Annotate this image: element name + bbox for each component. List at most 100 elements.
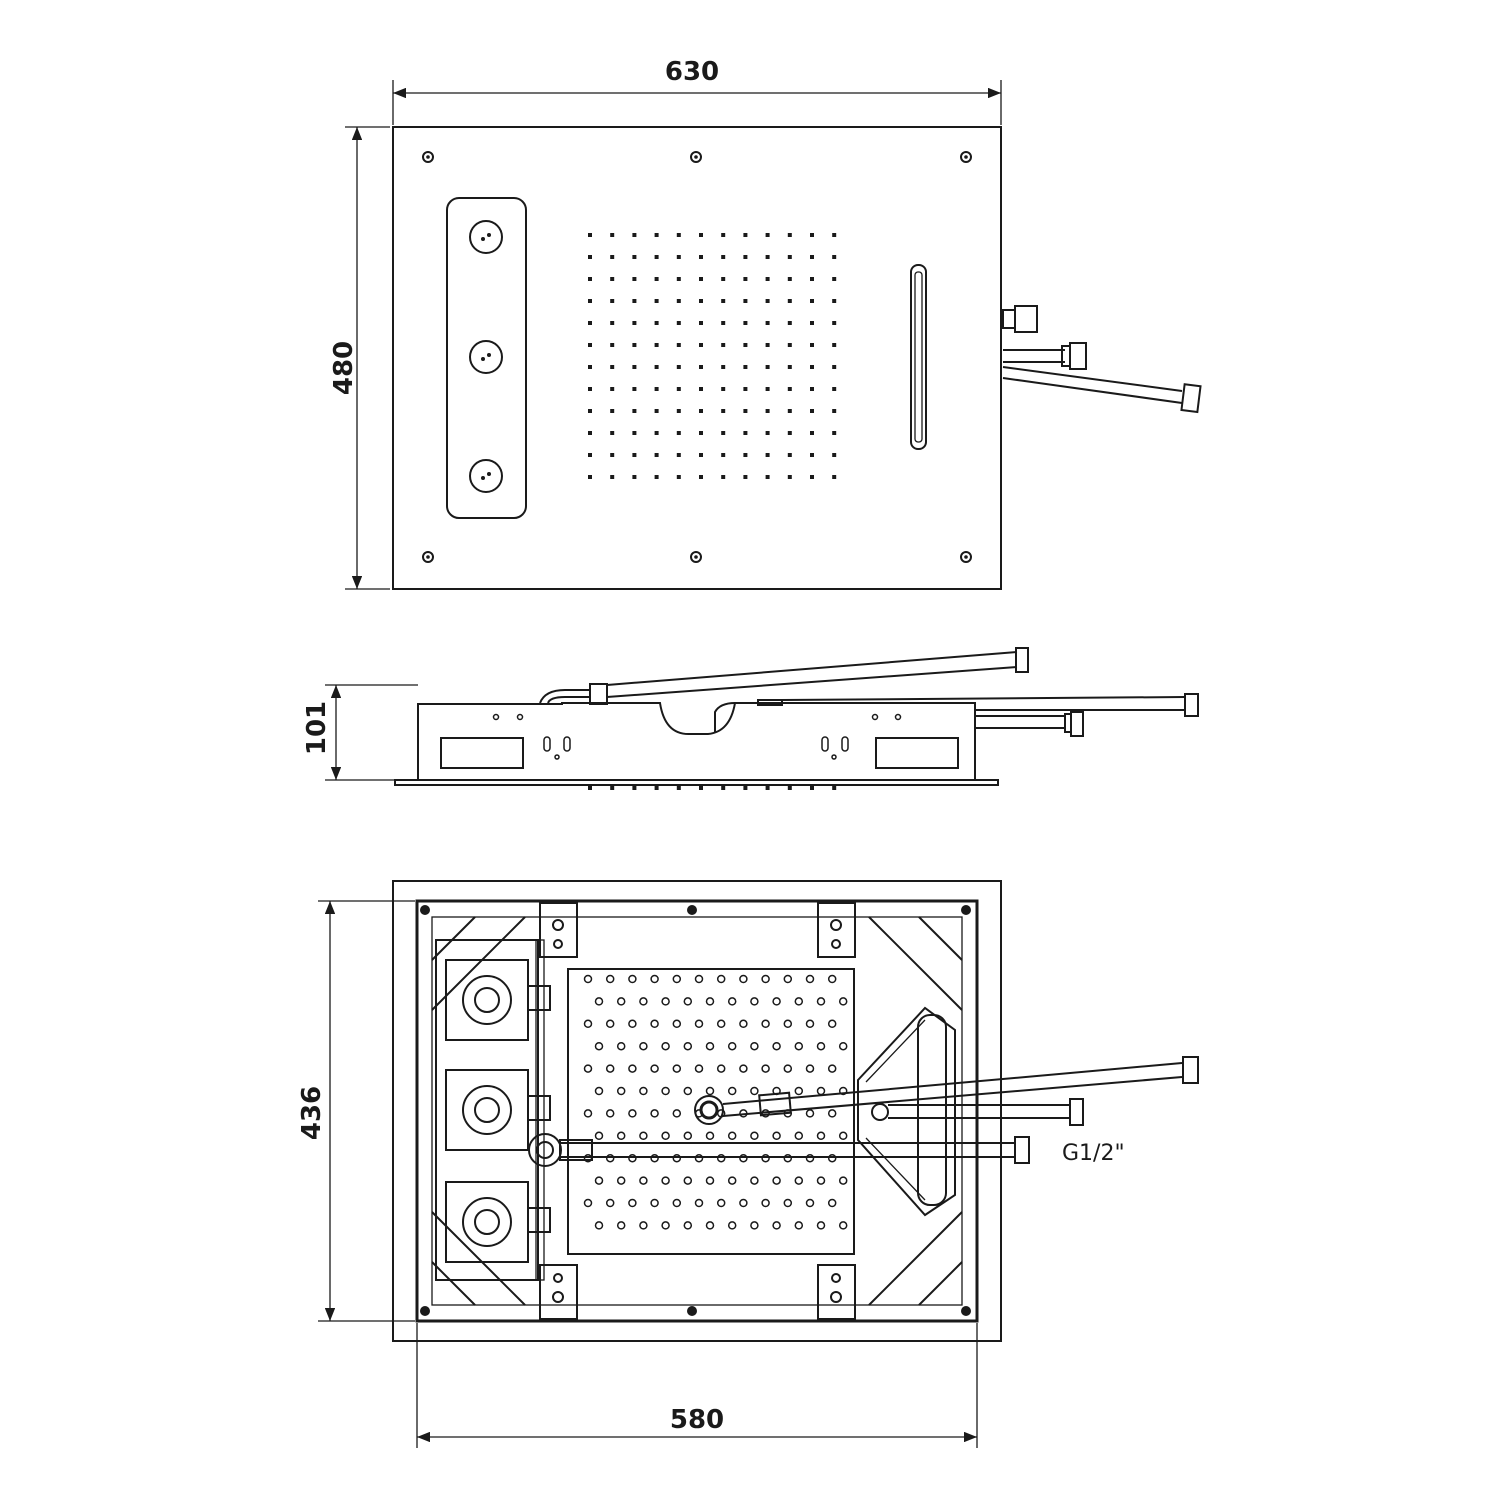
- nozzle: [827, 1198, 837, 1208]
- valve-flange: [462, 975, 512, 1025]
- nozzle: [683, 1221, 693, 1230]
- nozzle: [654, 365, 659, 369]
- nozzle: [639, 1221, 648, 1230]
- nozzle: [832, 365, 837, 369]
- nozzle: [661, 1041, 670, 1051]
- nozzle: [661, 1176, 670, 1185]
- nozzle: [610, 785, 615, 790]
- nozzle: [721, 299, 726, 303]
- screw: [420, 1306, 430, 1316]
- nozzle: [810, 431, 814, 435]
- nozzle: [838, 1221, 848, 1230]
- nozzle: [588, 365, 592, 369]
- nozzle: [661, 1221, 670, 1230]
- nozzle: [632, 255, 637, 259]
- nozzle: [716, 1153, 726, 1163]
- screw: [687, 905, 697, 915]
- nozzle: [654, 299, 659, 303]
- nozzle: [676, 387, 681, 391]
- dimension-width-bottom: 580: [670, 1405, 724, 1435]
- pipe-nut: [1070, 711, 1084, 737]
- nozzle: [654, 431, 659, 435]
- nozzle: [721, 475, 726, 479]
- corner-braces: [431, 916, 963, 1306]
- nozzle: [716, 1019, 726, 1029]
- nozzle: [765, 255, 770, 259]
- screw: [690, 551, 702, 563]
- pipe-nut: [1069, 342, 1087, 370]
- bottom-inlet-pipes: [528, 1056, 1199, 1167]
- nozzle: [761, 1064, 770, 1073]
- nozzle: [699, 475, 703, 479]
- nozzle: [699, 299, 703, 303]
- nozzle: [816, 1086, 826, 1096]
- screw-center: [426, 155, 430, 159]
- nozzle: [750, 1041, 759, 1051]
- nozzle: [787, 255, 792, 259]
- valve-core: [474, 1209, 500, 1235]
- nozzle: [616, 1131, 626, 1141]
- valve-outlet: [527, 1095, 551, 1121]
- pipe-nut: [1069, 1098, 1084, 1126]
- nozzle: [765, 431, 770, 435]
- nozzle: [750, 1221, 759, 1230]
- nozzle: [805, 1064, 815, 1073]
- bottom-view: 436 580: [297, 880, 1199, 1448]
- nozzle: [794, 1086, 804, 1096]
- nozzle: [816, 1221, 826, 1230]
- nozzle: [838, 997, 848, 1006]
- nozzle: [739, 1064, 748, 1073]
- nozzle: [832, 475, 837, 479]
- nozzle: [610, 343, 615, 347]
- nozzle: [765, 299, 770, 303]
- control-button: [469, 220, 503, 254]
- nozzle: [832, 299, 837, 303]
- nozzle: [816, 1176, 826, 1185]
- nozzle: [765, 277, 770, 281]
- nozzle: [683, 1086, 693, 1096]
- nozzle: [588, 233, 592, 237]
- nozzle: [594, 997, 604, 1006]
- nozzle: [616, 1176, 626, 1185]
- nozzle: [827, 1153, 837, 1163]
- valve-flange: [462, 1085, 512, 1135]
- nozzle: [628, 1109, 637, 1118]
- nozzle: [783, 1153, 793, 1163]
- control-panel: [446, 197, 527, 519]
- nozzle: [705, 1131, 715, 1141]
- nozzle: [676, 365, 681, 369]
- nozzle: [588, 255, 592, 259]
- valve-body: [445, 959, 529, 1041]
- nozzle: [654, 233, 659, 237]
- nozzle: [683, 1176, 693, 1185]
- nozzle: [765, 785, 770, 790]
- nozzle: [632, 277, 637, 281]
- nozzle: [838, 1086, 848, 1096]
- screw: [960, 151, 972, 163]
- nozzle: [610, 409, 615, 413]
- nozzle: [810, 365, 814, 369]
- nozzle: [676, 233, 681, 237]
- control-buttons: [469, 220, 503, 493]
- nozzle: [765, 343, 770, 347]
- nozzle: [765, 321, 770, 325]
- nozzle: [727, 1221, 737, 1230]
- nozzle: [588, 277, 592, 281]
- nozzle: [588, 475, 592, 479]
- screw-center: [964, 555, 968, 559]
- nozzle: [676, 409, 681, 413]
- nozzle: [676, 431, 681, 435]
- nozzle: [765, 475, 770, 479]
- nozzle: [676, 255, 681, 259]
- nozzle: [632, 365, 637, 369]
- nozzle: [772, 1131, 781, 1141]
- water-inlet-pipes: [1002, 305, 1202, 414]
- screw-center: [426, 555, 430, 559]
- nozzle: [676, 343, 681, 347]
- valve-outlet: [527, 1207, 551, 1233]
- screw: [961, 905, 971, 915]
- valve-core: [474, 987, 500, 1013]
- nozzle: [721, 785, 726, 790]
- nozzle: [750, 1086, 759, 1096]
- dimension-width-top: 630: [665, 57, 719, 87]
